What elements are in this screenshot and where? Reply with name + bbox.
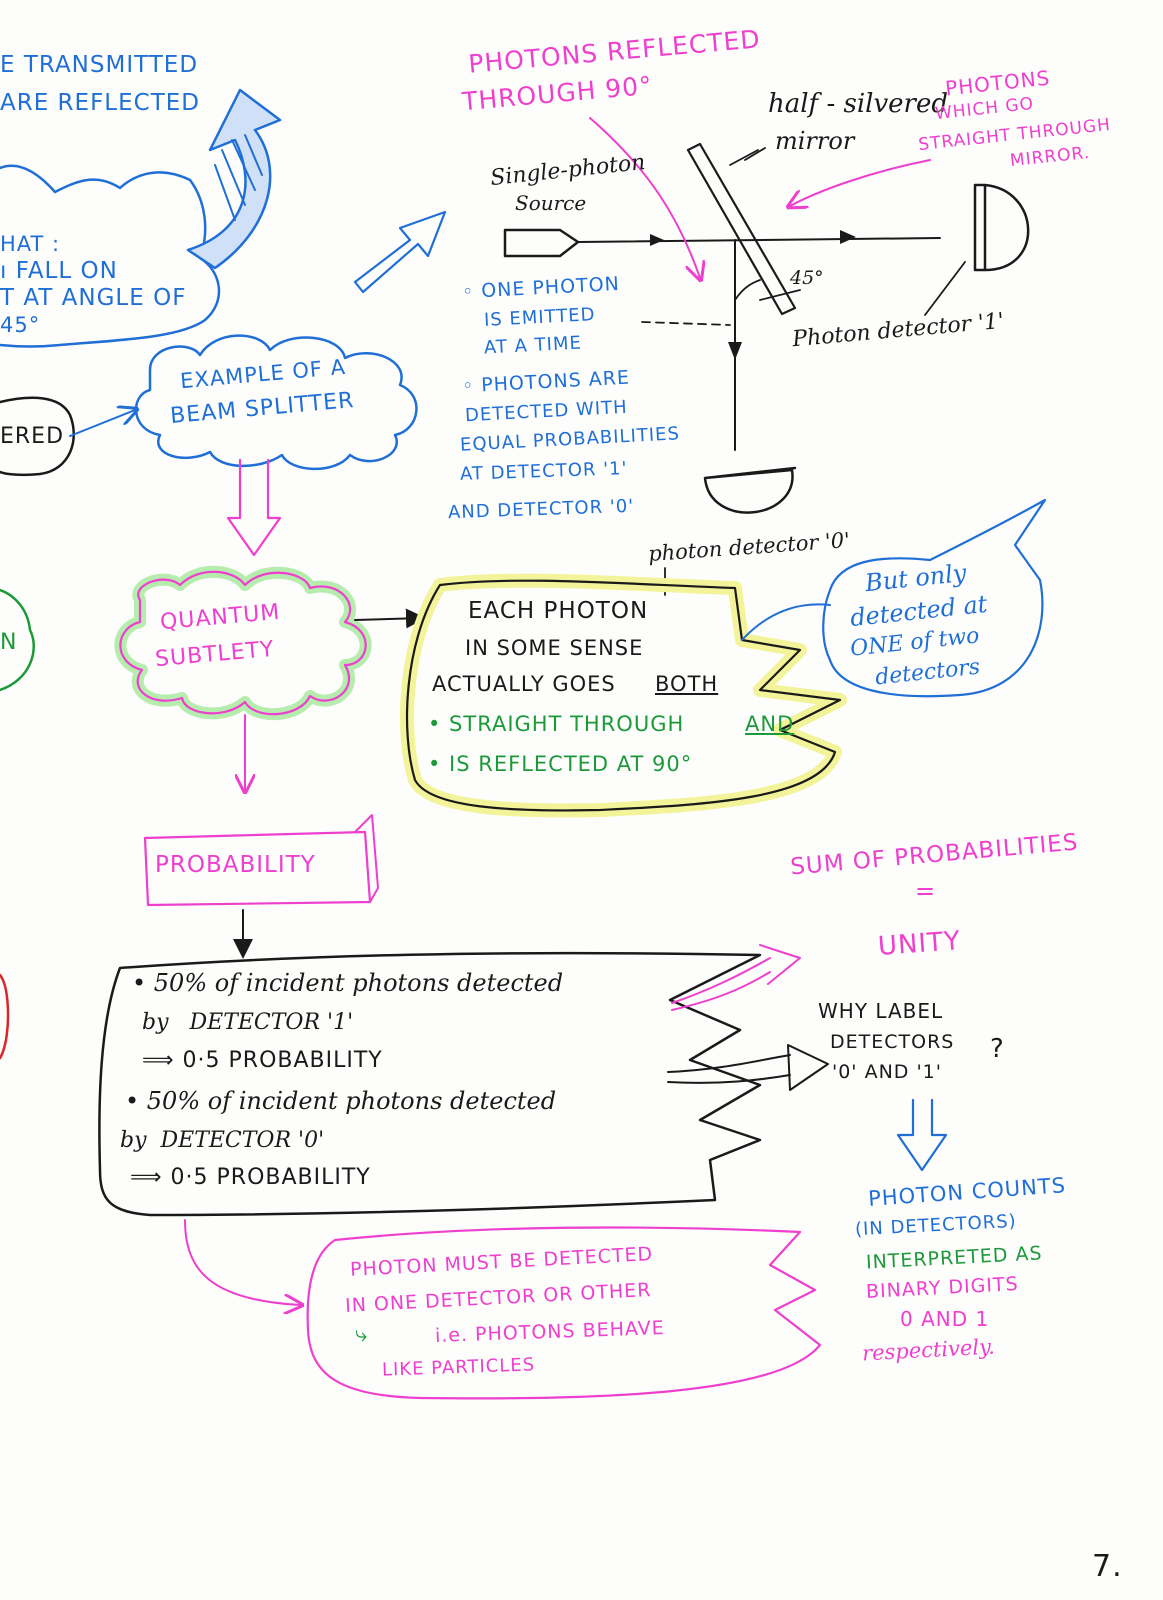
each-photon-line1: EACH PHOTON — [468, 598, 649, 624]
text-angle-of: T AT ANGLE OF — [0, 285, 187, 311]
ered-box — [0, 396, 75, 477]
source-label-2: Source — [515, 191, 587, 215]
fifty-line5: by DETECTOR '0' — [120, 1128, 325, 1153]
text-fall-on: ı FALL ON — [0, 258, 118, 284]
detector-1 — [973, 183, 1030, 272]
each-photon-line2: IN SOME SENSE — [465, 636, 644, 660]
fifty-line2: by DETECTOR '1' — [142, 1010, 354, 1035]
sum-line2: UNITY — [876, 926, 962, 962]
each-photon-line3: ACTUALLY GOES — [432, 672, 616, 696]
why-line1: WHY LABEL — [818, 999, 944, 1023]
fifty-line1: • 50% of incident photons detected — [132, 969, 564, 997]
probability-label: PROBABILITY — [155, 852, 316, 878]
mirror — [686, 142, 797, 316]
n-cloud — [0, 588, 35, 692]
blue-down-arrow — [896, 1098, 948, 1172]
hollow-blue-arrow — [353, 210, 447, 294]
fifty-percent-box — [98, 951, 762, 1217]
each-photon-and: AND — [745, 712, 795, 736]
why-line2: DETECTORS — [830, 1031, 955, 1053]
beam-splitter-cloud — [134, 334, 418, 471]
fifty-line6: ⟹ 0·5 PROBABILITY — [130, 1165, 371, 1190]
angle-label: 45° — [790, 267, 824, 289]
detector-0 — [703, 466, 797, 514]
text-45: 45° — [0, 313, 41, 337]
sum-eq: = — [915, 877, 937, 905]
particle-box — [306, 1226, 822, 1400]
text-ered: ERED — [0, 424, 65, 449]
each-photon-line5: • IS REFLECTED AT 90° — [428, 752, 693, 776]
left-cloud — [0, 164, 221, 348]
why-line3: '0' AND '1' — [832, 1061, 942, 1083]
particle-line3-arrow: ⤷ — [355, 1322, 369, 1347]
fifty-line4: • 50% of incident photons detected — [125, 1087, 557, 1115]
but-only-bubble — [822, 498, 1047, 698]
text-reflected: ARE REFLECTED — [0, 90, 200, 116]
each-photon-both: BOTH — [655, 672, 719, 696]
text-n: N — [0, 630, 18, 655]
pink-down-arrow — [226, 458, 282, 557]
each-photon-line4: • STRAIGHT THROUGH — [428, 712, 685, 736]
text-transmitted: E TRANSMITTED — [0, 52, 199, 78]
big-blue-arrow — [186, 88, 282, 270]
text-hat: HAT : — [0, 232, 61, 256]
photon-source — [503, 228, 580, 258]
page-number: 7. — [1092, 1549, 1123, 1584]
fifty-line3: ⟹ 0·5 PROBABILITY — [142, 1048, 383, 1073]
red-fragment — [0, 973, 10, 1060]
half-silvered-1: half - silvered — [768, 89, 949, 119]
why-question: ? — [990, 1034, 1005, 1064]
counts-line5: 0 AND 1 — [900, 1307, 990, 1331]
half-silvered-2: mirror — [775, 127, 855, 155]
